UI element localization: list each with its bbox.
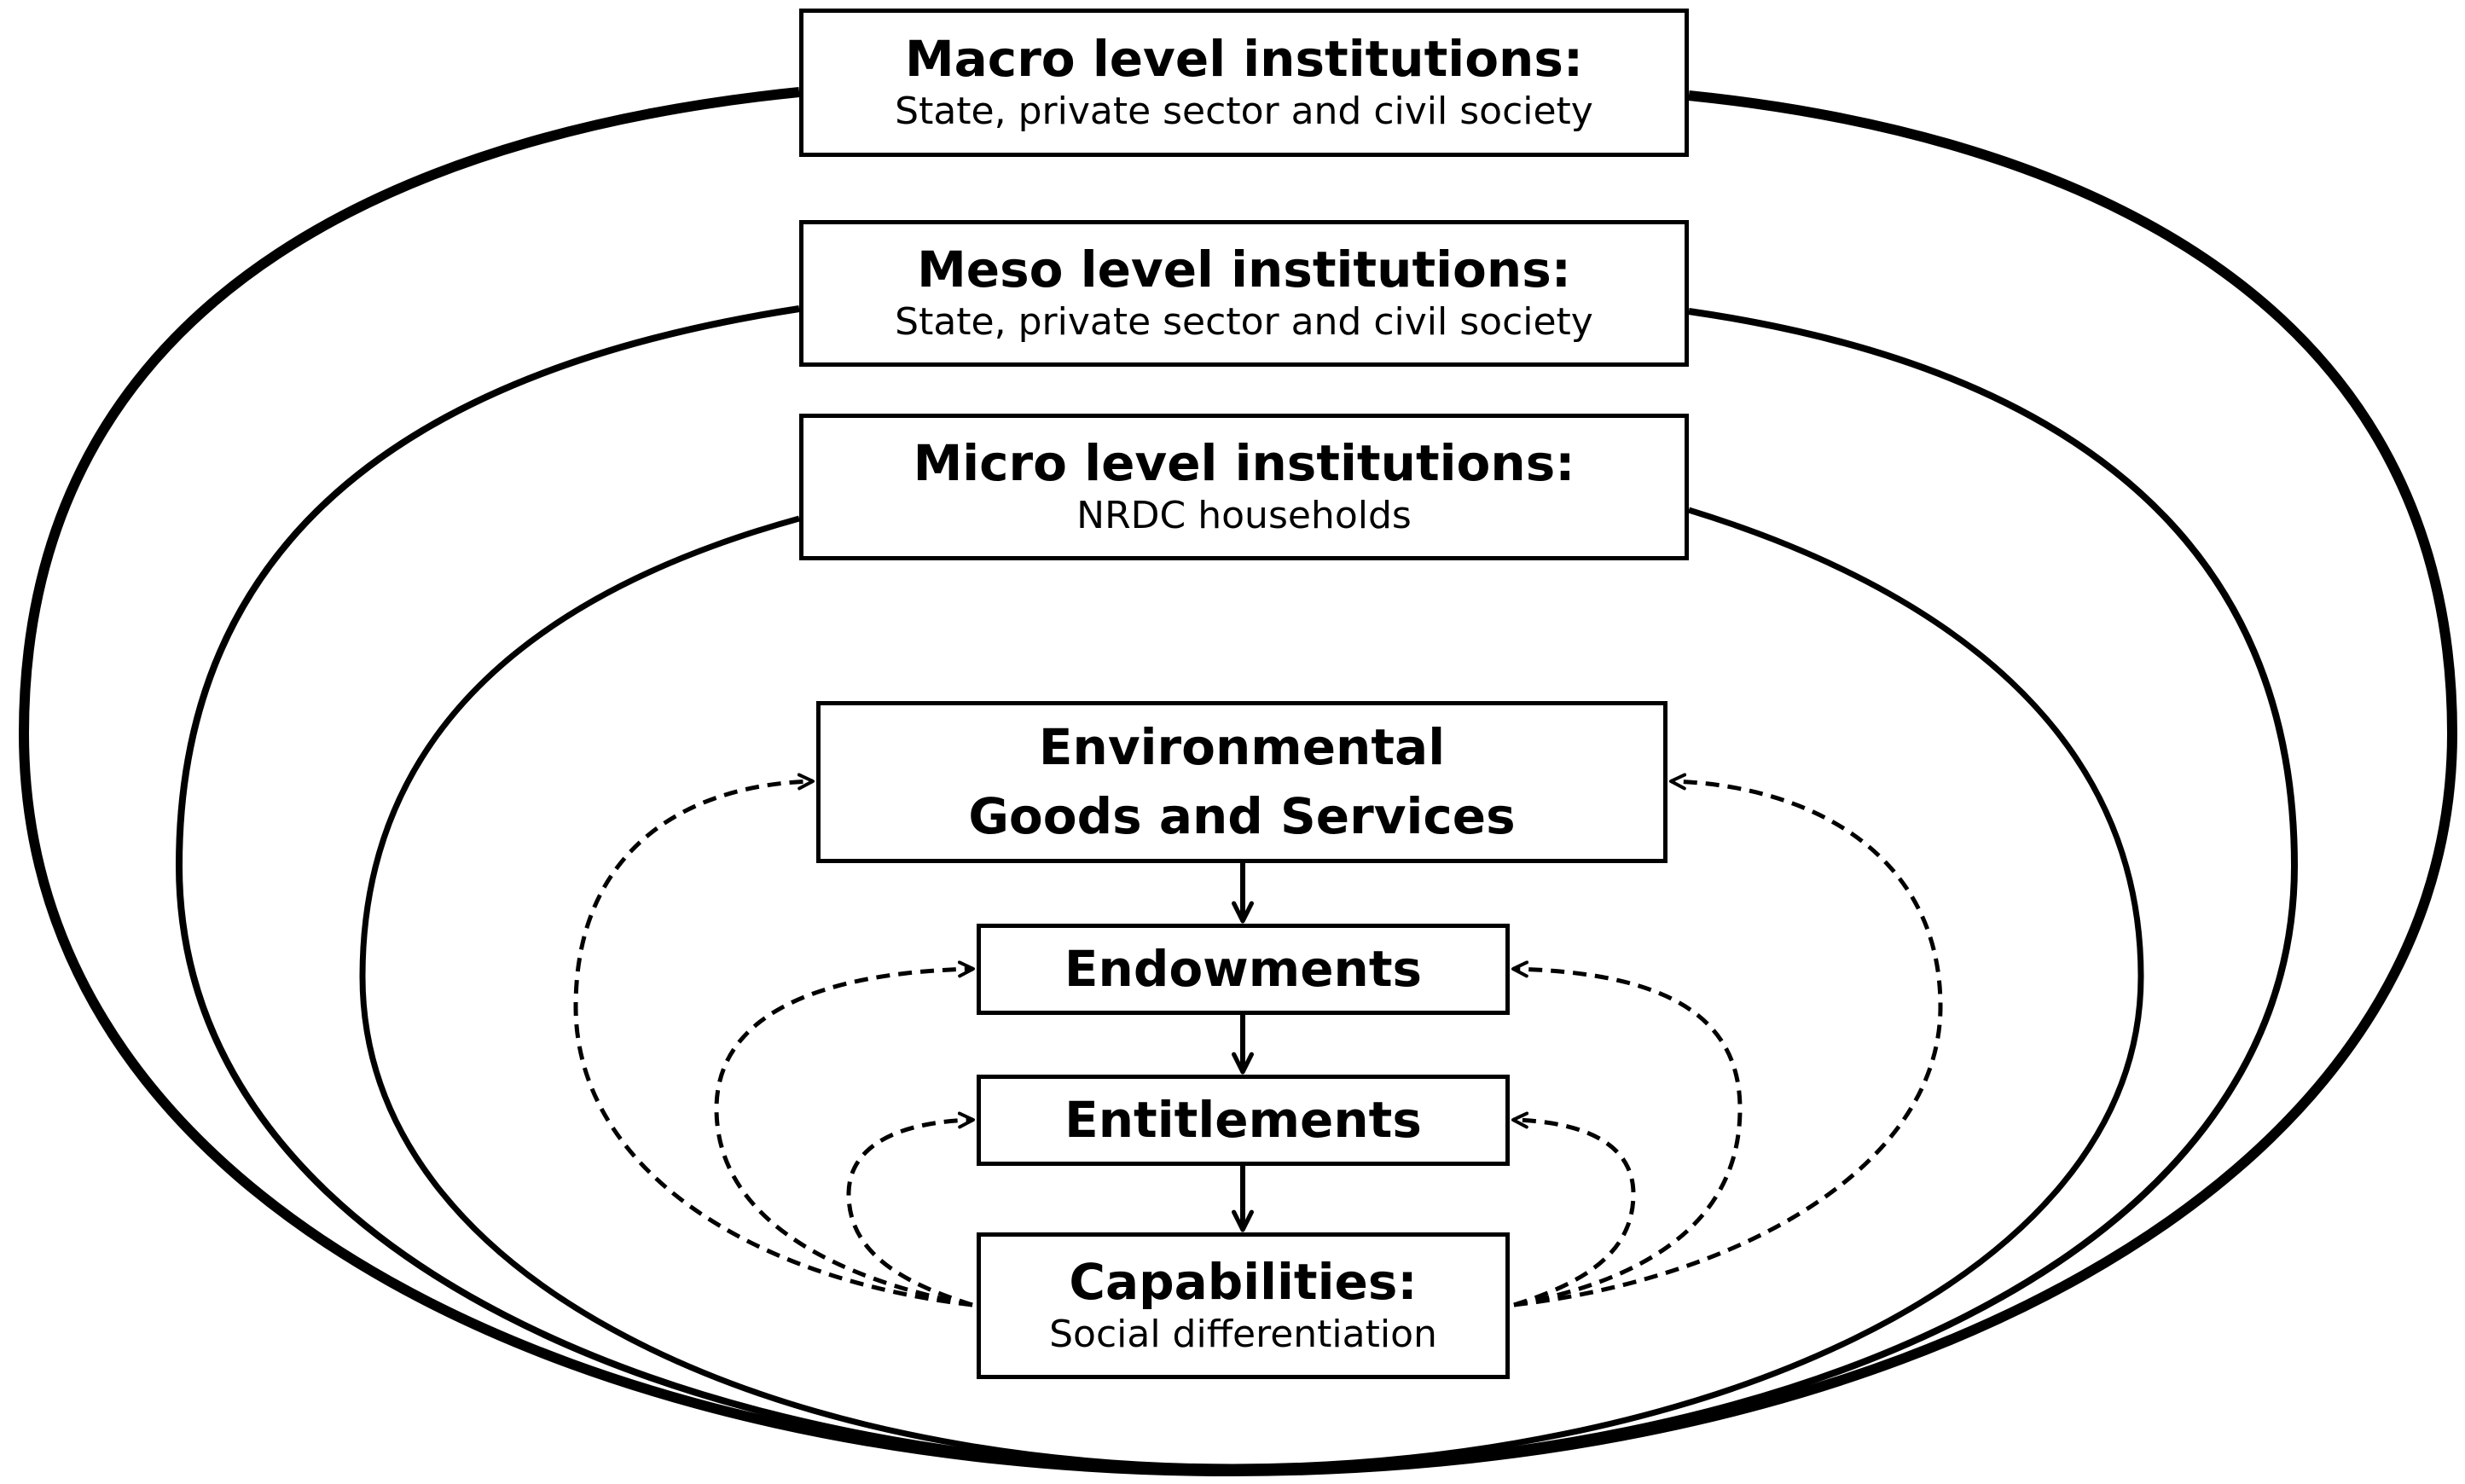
capabilities-box: Capabilities: Social differentiation (977, 1232, 1510, 1379)
environmental-goods-line1: Environmental (1038, 717, 1446, 776)
endowments-label: Endowments (1064, 940, 1423, 999)
capabilities-subtitle: Social differentiation (1049, 1312, 1437, 1356)
macro-level-subtitle: State, private sector and civil society (895, 89, 1593, 133)
macro-level-title: Macro level institutions: (904, 30, 1584, 89)
micro-level-subtitle: NRDC households (1076, 493, 1412, 537)
environmental-goods-line2: Goods and Services (968, 787, 1516, 845)
entitlements-label: Entitlements (1064, 1091, 1422, 1150)
environmental-goods-box: Environmental Goods and Services (816, 701, 1668, 863)
feedback-arrow-left-outer (573, 773, 973, 1307)
macro-level-box: Macro level institutions: State, private… (799, 9, 1689, 157)
feedback-arrow-left-middle (714, 960, 975, 1307)
endowments-box: Endowments (977, 924, 1510, 1015)
micro-level-box: Micro level institutions: NRDC household… (799, 414, 1689, 560)
meso-level-subtitle: State, private sector and civil society (895, 299, 1593, 344)
feedback-arrow-right-middle (1511, 960, 1743, 1307)
capabilities-title: Capabilities: (1069, 1253, 1418, 1312)
micro-level-ellipse (359, 507, 2144, 1470)
meso-level-title: Meso level institutions: (917, 241, 1571, 299)
entitlements-box: Entitlements (977, 1075, 1510, 1166)
micro-level-title: Micro level institutions: (913, 434, 1575, 493)
feedback-arrow-right-inner (1511, 1111, 1636, 1307)
meso-level-box: Meso level institutions: State, private … (799, 220, 1689, 367)
feedback-arrow-left-inner (846, 1111, 975, 1307)
